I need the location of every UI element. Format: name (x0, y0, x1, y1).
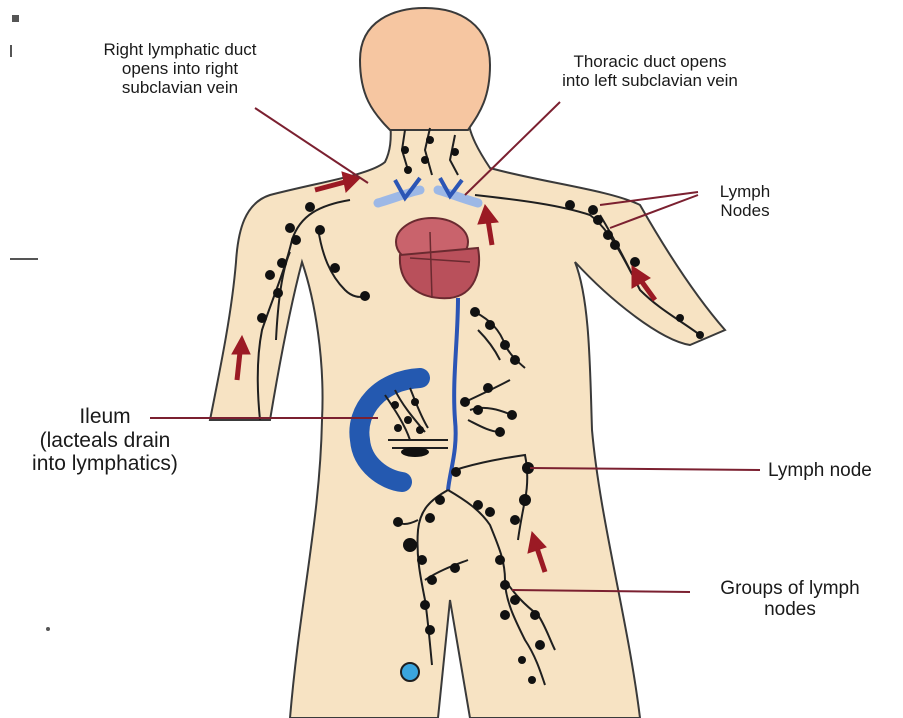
head (360, 8, 490, 130)
label-line: into lymphatics) (5, 452, 205, 476)
label-line: opens into right (70, 59, 290, 78)
label-line: into left subclavian vein (530, 71, 770, 90)
label-line: subclavian vein (70, 78, 290, 97)
pointer-right-lymphatic-duct (255, 108, 368, 183)
stray-marks (10, 15, 50, 631)
blue-node-marker (401, 663, 419, 681)
label-line: Thoracic duct opens (530, 52, 770, 71)
label-line: Lymph (700, 182, 790, 201)
label-lymph-node: Lymph node (768, 460, 872, 481)
label-line: Groups of lymph (695, 578, 885, 599)
label-lymph-nodes-arm: Lymph Nodes (700, 182, 790, 220)
label-line: Right lymphatic duct (70, 40, 290, 59)
label-ileum: Ileum (lacteals drain into lymphatics) (5, 405, 205, 476)
label-groups-of-lymph-nodes: Groups of lymph nodes (695, 578, 885, 621)
label-line: (lacteals drain (5, 429, 205, 453)
label-line: Nodes (700, 201, 790, 220)
label-line: Ileum (5, 405, 205, 429)
label-line: nodes (695, 599, 885, 620)
label-thoracic-duct: Thoracic duct opens into left subclavian… (530, 52, 770, 90)
label-right-lymphatic-duct: Right lymphatic duct opens into right su… (70, 40, 290, 97)
